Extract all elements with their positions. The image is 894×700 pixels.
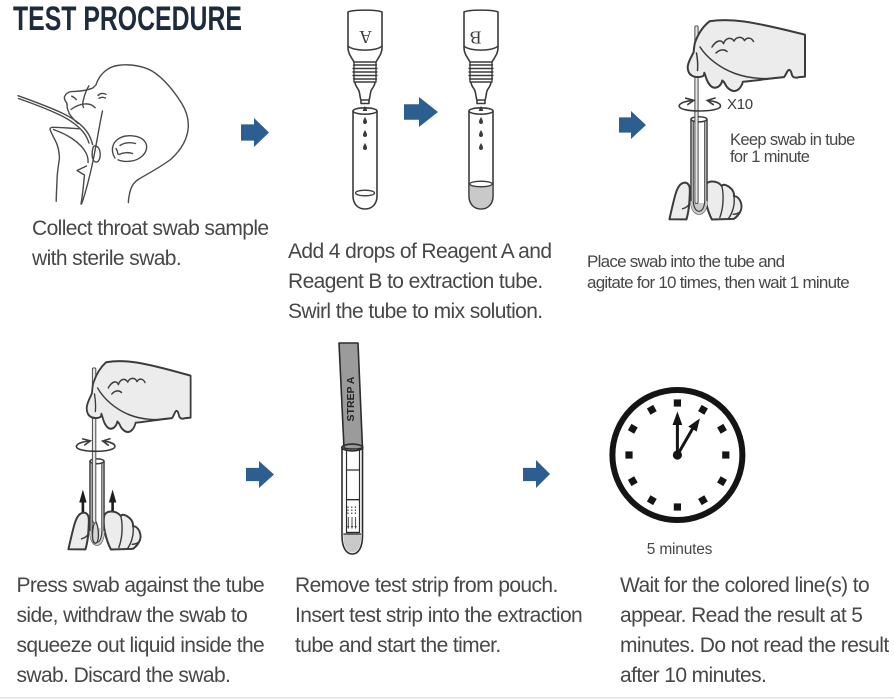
svg-text:STREP A: STREP A [345, 376, 357, 421]
svg-text:A: A [359, 27, 372, 47]
svg-text:B: B [470, 28, 482, 48]
